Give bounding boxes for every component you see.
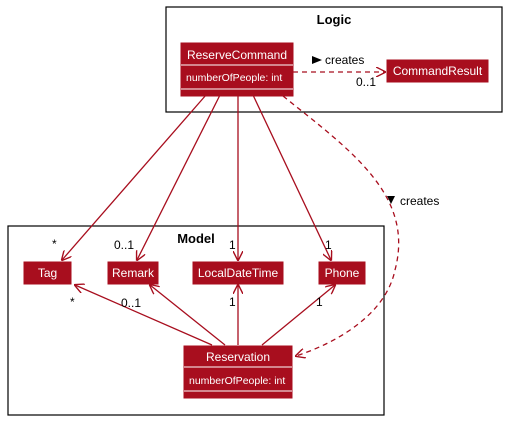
class-remark[interactable]: Remark [107, 261, 159, 285]
reserve-command-name: ReserveCommand [187, 48, 287, 62]
tag-multiplicity-bottom: * [70, 295, 75, 309]
creates-reservation-direction-icon [387, 196, 395, 204]
creates-reservation-label: creates [400, 194, 439, 208]
reservation-attribute: numberOfPeople: int [189, 375, 285, 387]
edge-reservation-to-phone [261, 285, 335, 346]
command-result-multiplicity: 0..1 [356, 75, 376, 89]
edge-reservation-to-tag [75, 285, 213, 346]
edge-reserve-command-to-tag [62, 94, 207, 260]
command-result-name: CommandResult [393, 64, 483, 78]
class-tag[interactable]: Tag [23, 261, 72, 285]
model-package-title: Model [177, 231, 215, 246]
class-local-date-time[interactable]: LocalDateTime [192, 261, 284, 285]
creates-direction-icon [312, 56, 322, 64]
logic-package: Logic [165, 6, 503, 113]
reservation-name: Reservation [206, 350, 270, 364]
phone-multiplicity-bottom: 1 [316, 295, 323, 309]
relation-labels: creates 0..1 creates * 0..1 1 1 * 0..1 1… [52, 53, 439, 310]
class-reservation[interactable]: Reservation numberOfPeople: int [183, 345, 293, 399]
class-reserve-command[interactable]: ReserveCommand numberOfPeople: int [180, 42, 294, 97]
class-command-result[interactable]: CommandResult [386, 59, 489, 83]
remark-multiplicity-top: 0..1 [114, 238, 134, 252]
phone-multiplicity-top: 1 [325, 238, 332, 252]
edge-reserve-command-to-remark [137, 94, 221, 260]
reserve-command-attribute: numberOfPeople: int [186, 72, 282, 84]
class-phone[interactable]: Phone [318, 261, 366, 285]
creates-result-label: creates [325, 53, 364, 67]
phone-name: Phone [325, 266, 360, 280]
tag-multiplicity-top: * [52, 237, 57, 251]
edges [62, 72, 400, 356]
local-date-time-multiplicity-bottom: 1 [229, 295, 236, 309]
local-date-time-multiplicity-top: 1 [229, 238, 236, 252]
edge-reserve-command-to-phone [252, 94, 331, 260]
logic-package-title: Logic [317, 12, 352, 27]
edge-reservation-to-remark [150, 285, 226, 346]
remark-multiplicity-bottom: 0..1 [121, 296, 141, 310]
model-package: Model [7, 225, 385, 416]
local-date-time-name: LocalDateTime [198, 266, 279, 280]
tag-name: Tag [38, 266, 57, 280]
remark-name: Remark [112, 266, 155, 280]
